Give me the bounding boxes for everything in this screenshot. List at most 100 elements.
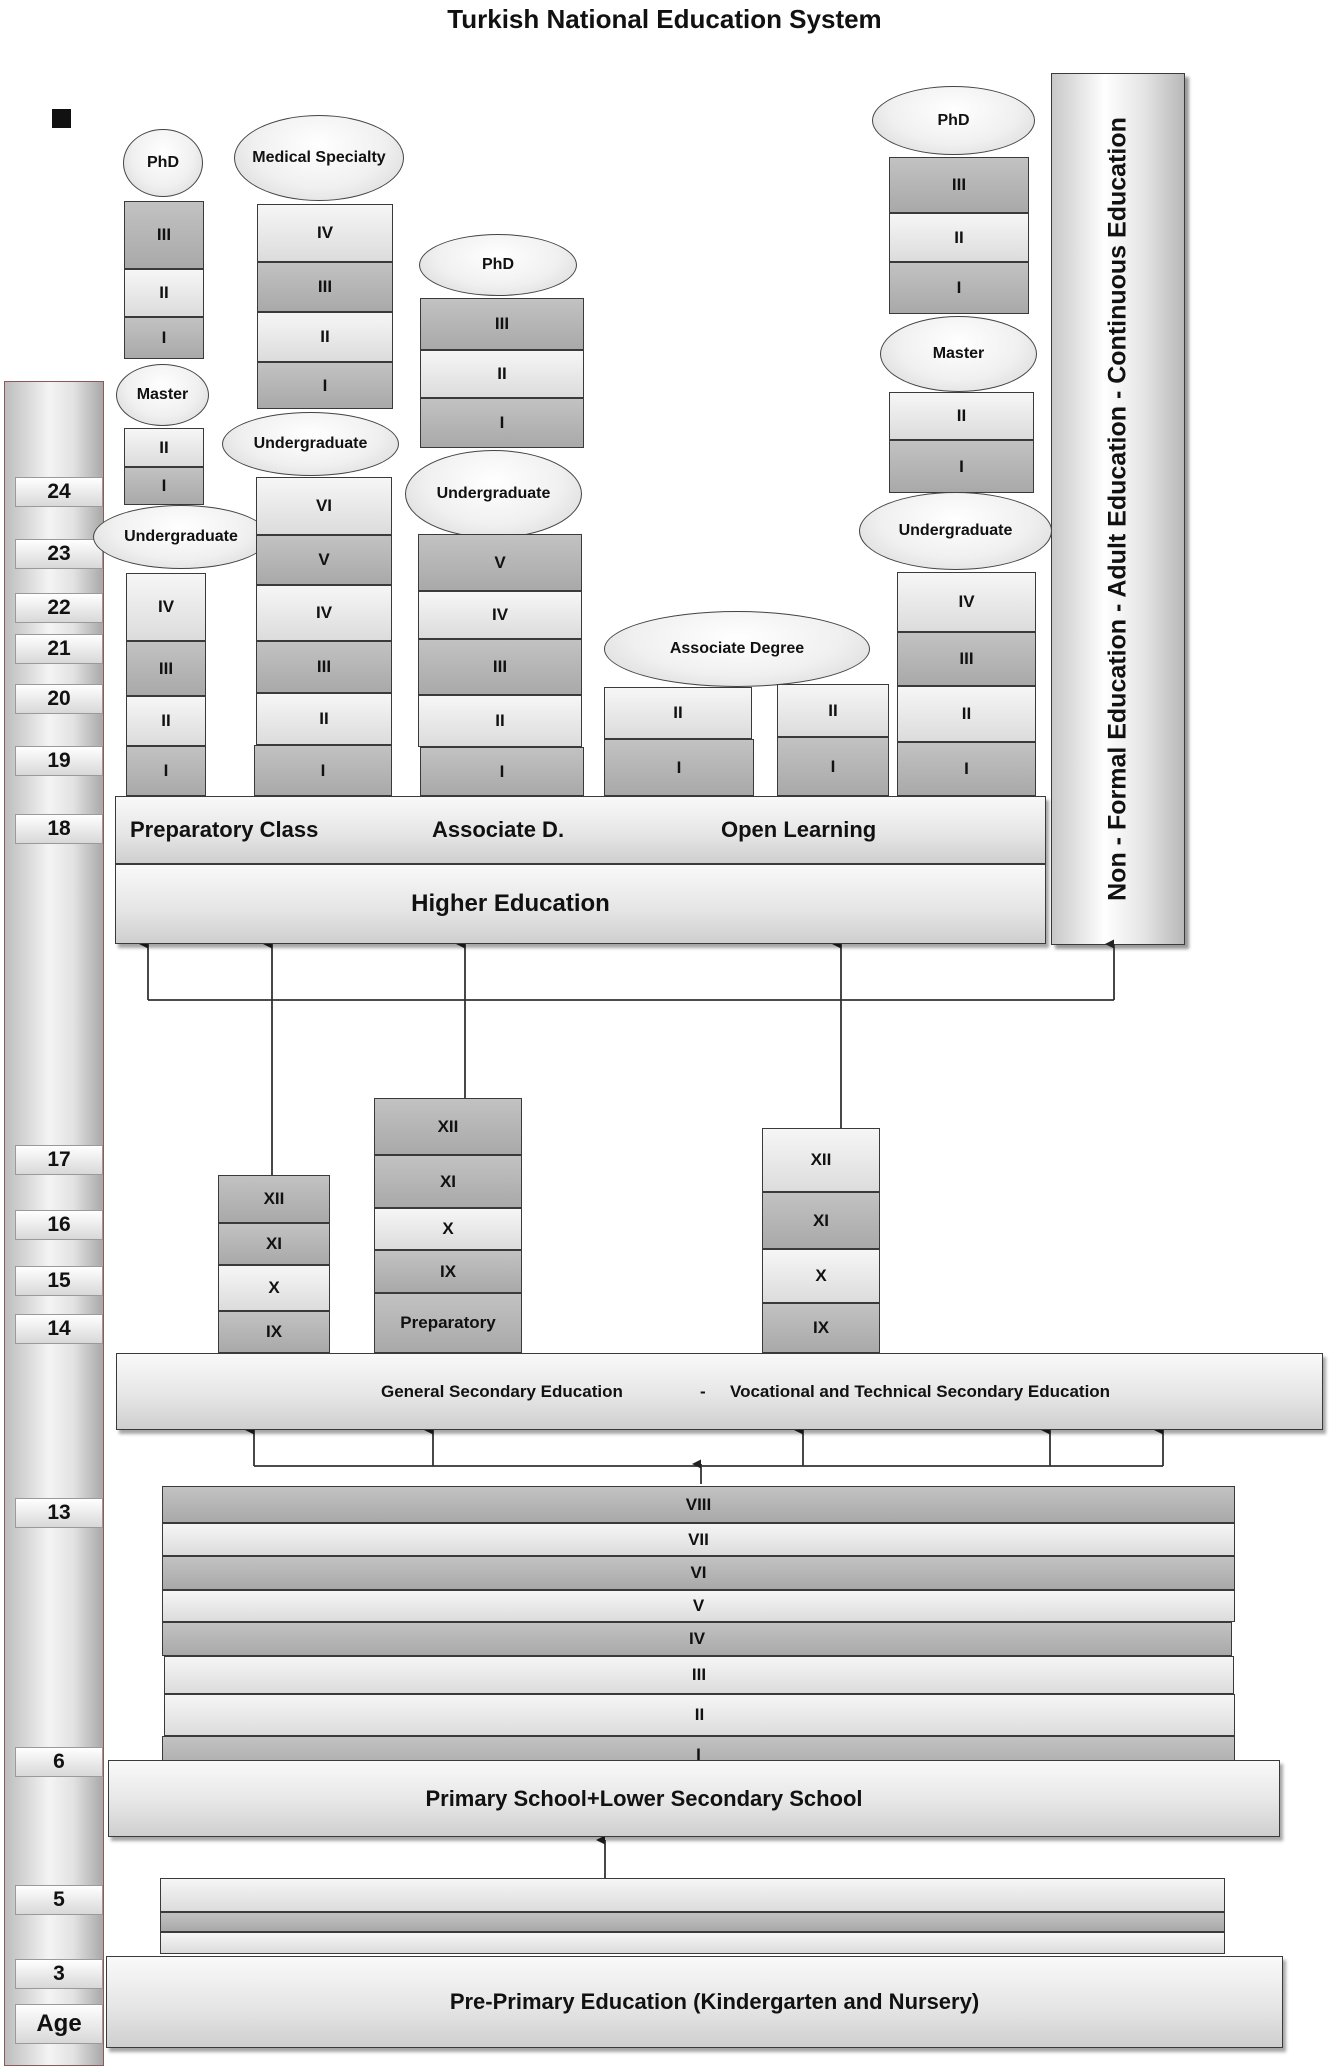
primary-school-bar: Primary School+Lower Secondary School — [108, 1760, 1280, 1837]
pre-primary-stripe — [160, 1932, 1225, 1954]
associate-d-label: Associate D. — [432, 817, 565, 842]
grade-row: VI — [162, 1556, 1235, 1590]
secondary-education-bar: General Secondary Education - Vocational… — [116, 1353, 1323, 1430]
grade-box: XI — [218, 1223, 330, 1265]
year-box: I — [889, 262, 1029, 314]
year-box: III — [124, 201, 204, 269]
undergraduate-ellipse: Undergraduate — [93, 505, 269, 569]
year-box: II — [126, 696, 206, 746]
grade-box: XII — [218, 1175, 330, 1223]
year-box: VI — [256, 477, 392, 535]
grade-box: X — [374, 1208, 522, 1250]
grade-box: X — [218, 1265, 330, 1311]
age-label: 13 — [15, 1498, 103, 1528]
year-box: IV — [418, 591, 582, 639]
pre-primary-bar: Pre-Primary Education (Kindergarten and … — [106, 1956, 1283, 2048]
year-box: II — [897, 686, 1036, 742]
higher-education-bar: Higher Education — [115, 864, 1046, 944]
year-box: I — [777, 737, 889, 796]
grade-box: XII — [374, 1098, 522, 1155]
age-axis: 24 23 22 21 20 19 18 17 16 15 14 13 6 5 … — [4, 381, 104, 2066]
pre-primary-label: Pre-Primary Education (Kindergarten and … — [449, 1989, 980, 2014]
grade-row: VIII — [162, 1486, 1235, 1523]
year-box: I — [897, 742, 1036, 796]
grade-box: IX — [762, 1303, 880, 1353]
year-box: II — [889, 213, 1029, 262]
grade-box: XII — [762, 1128, 880, 1192]
higher-education-label: Higher Education — [411, 890, 610, 917]
year-box: I — [126, 746, 206, 796]
year-box: I — [257, 362, 393, 409]
age-label: 17 — [15, 1145, 103, 1175]
master-ellipse: Master — [880, 316, 1037, 392]
pre-primary-stripe — [160, 1912, 1225, 1932]
year-box: III — [897, 632, 1036, 686]
year-box: I — [124, 467, 204, 505]
grade-box: IX — [374, 1250, 522, 1293]
grade-box: XI — [374, 1155, 522, 1208]
year-box: II — [777, 684, 889, 737]
associate-degree-ellipse: Associate Degree — [604, 611, 870, 687]
year-box: III — [126, 641, 206, 696]
master-ellipse: Master — [116, 364, 209, 426]
preparatory-class-label: Preparatory Class — [130, 817, 319, 842]
year-box: III — [418, 639, 582, 695]
year-box: II — [418, 695, 582, 747]
year-box: III — [889, 157, 1029, 213]
age-label: 22 — [15, 593, 103, 623]
grade-row: V — [162, 1590, 1235, 1622]
year-box: V — [418, 534, 582, 591]
medical-specialty-ellipse: Medical Specialty — [234, 115, 404, 201]
year-box: II — [124, 428, 204, 467]
year-box: III — [256, 641, 392, 693]
age-label: 15 — [15, 1266, 103, 1296]
age-label: 14 — [15, 1314, 103, 1344]
phd-ellipse: PhD — [872, 86, 1035, 155]
grade-row: VII — [162, 1523, 1235, 1556]
grade-box: XI — [762, 1192, 880, 1249]
year-box: I — [604, 739, 754, 796]
age-label: 18 — [15, 814, 103, 844]
year-box: V — [256, 535, 392, 585]
non-formal-education-bar: Non - Formal Education - Adult Education… — [1051, 73, 1185, 945]
separator-label: - — [700, 1382, 706, 1401]
grade-box: X — [762, 1249, 880, 1303]
year-box: IV — [897, 572, 1036, 632]
grade-row: III — [164, 1656, 1234, 1694]
year-box: III — [420, 298, 584, 350]
diagram-title: Turkish National Education System — [447, 4, 882, 34]
year-box: II — [604, 687, 752, 739]
age-label: 3 — [15, 1959, 103, 1989]
primary-school-label: Primary School+Lower Secondary School — [425, 1785, 863, 1811]
age-label: 5 — [15, 1885, 103, 1915]
undergraduate-ellipse: Undergraduate — [222, 412, 399, 476]
undergraduate-ellipse: Undergraduate — [859, 492, 1052, 570]
preparatory-box: Preparatory — [374, 1293, 522, 1353]
year-box: II — [256, 693, 392, 745]
vocational-secondary-label: Vocational and Technical Secondary Educa… — [730, 1382, 1111, 1401]
undergraduate-ellipse: Undergraduate — [405, 450, 582, 538]
year-box: I — [420, 747, 584, 796]
phd-ellipse: PhD — [123, 129, 203, 197]
bullet-marker — [52, 109, 71, 128]
higher-education-sub-bar: Preparatory Class Associate D. Open Lear… — [115, 796, 1046, 864]
grade-row: IV — [162, 1622, 1232, 1656]
age-label: 6 — [15, 1747, 103, 1777]
year-box: I — [889, 440, 1034, 493]
phd-ellipse: PhD — [419, 234, 577, 296]
year-box: I — [420, 398, 584, 448]
year-box: II — [889, 392, 1034, 440]
year-box: II — [257, 312, 393, 362]
year-box: I — [124, 317, 204, 359]
age-axis-title: Age — [15, 2004, 103, 2044]
age-label: 24 — [15, 477, 103, 507]
year-box: I — [254, 745, 392, 796]
age-label: 16 — [15, 1210, 103, 1240]
age-label: 21 — [15, 634, 103, 664]
general-secondary-label: General Secondary Education — [381, 1382, 623, 1401]
age-label: 19 — [15, 746, 103, 776]
age-label: 20 — [15, 684, 103, 714]
year-box: IV — [126, 573, 206, 641]
year-box: IV — [256, 585, 392, 641]
